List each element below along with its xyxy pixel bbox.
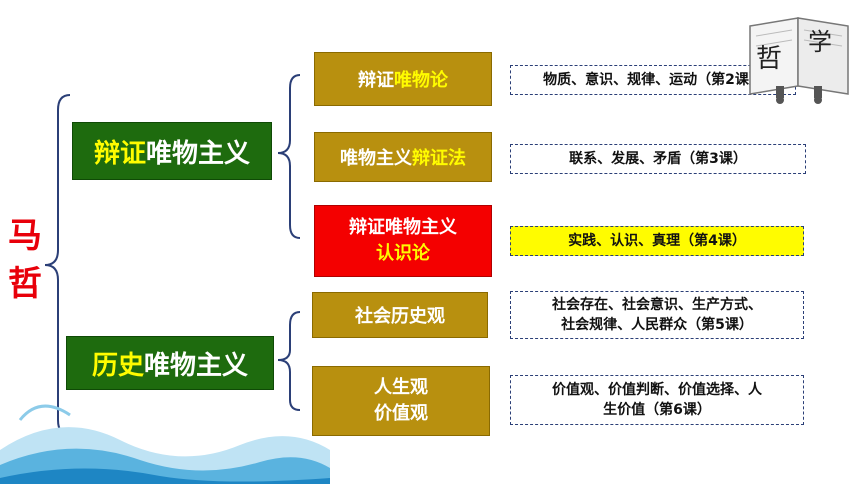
- philosophy-logo: 哲 学: [744, 6, 856, 106]
- topic-epistemology[interactable]: 辩证唯物主义 认识论: [314, 205, 492, 277]
- topic-line-2: 价值观: [374, 403, 428, 424]
- category-suffix: 唯物主义: [144, 350, 249, 381]
- topic-line-1: 人生观: [374, 377, 428, 398]
- topic-dialectics[interactable]: 唯物主义辩证法: [314, 132, 492, 182]
- note-lesson-6: 价值观、价值判断、价值选择、人 生价值（第6课）: [510, 375, 804, 425]
- category-dialectical-materialism[interactable]: 辩证唯物主义: [72, 122, 272, 180]
- note-line-1: 价值观、价值判断、价值选择、人: [552, 382, 762, 398]
- historical-bracket: [277, 311, 301, 411]
- note-lesson-3: 联系、发展、矛盾（第3课）: [510, 144, 806, 174]
- root-bracket: [44, 94, 71, 436]
- note-lesson-5: 社会存在、社会意识、生产方式、 社会规律、人民群众（第5课）: [510, 291, 804, 339]
- root-char-2: 哲: [8, 264, 42, 304]
- topic-ontology[interactable]: 辩证唯物论: [314, 52, 492, 106]
- topic-highlight: 唯物论: [394, 70, 448, 91]
- category-prefix: 历史: [91, 350, 144, 381]
- note-line-2: 生价值（第6课）: [603, 402, 711, 418]
- topic-line-1: 辩证唯物主义: [349, 217, 457, 238]
- topic-highlight: 辩证法: [412, 148, 466, 169]
- category-prefix: 辩证: [93, 138, 146, 169]
- note-lesson-2: 物质、意识、规律、运动（第2课）: [510, 65, 796, 95]
- topic-line-2: 认识论: [376, 243, 430, 264]
- topic-plain: 辩证: [358, 70, 394, 91]
- category-historical-materialism[interactable]: 历史唯物主义: [66, 336, 274, 390]
- note-line-2: 社会规律、人民群众（第5课）: [561, 317, 753, 333]
- note-lesson-4: 实践、认识、真理（第4课）: [510, 226, 804, 256]
- topic-line-1: 社会历史观: [355, 306, 445, 327]
- book-icon: [749, 17, 849, 104]
- note-line-1: 社会存在、社会意识、生产方式、: [552, 297, 762, 313]
- dialectical-bracket: [277, 74, 301, 239]
- root-char-1: 马: [8, 216, 42, 256]
- topic-plain: 唯物主义: [340, 148, 412, 169]
- category-suffix: 唯物主义: [146, 138, 251, 169]
- topic-social-history[interactable]: 社会历史观: [312, 292, 488, 338]
- decorative-wave: [0, 404, 330, 484]
- logo-char-1: 哲: [756, 44, 783, 74]
- topic-life-values[interactable]: 人生观 价值观: [312, 366, 490, 436]
- logo-char-2: 学: [808, 28, 832, 56]
